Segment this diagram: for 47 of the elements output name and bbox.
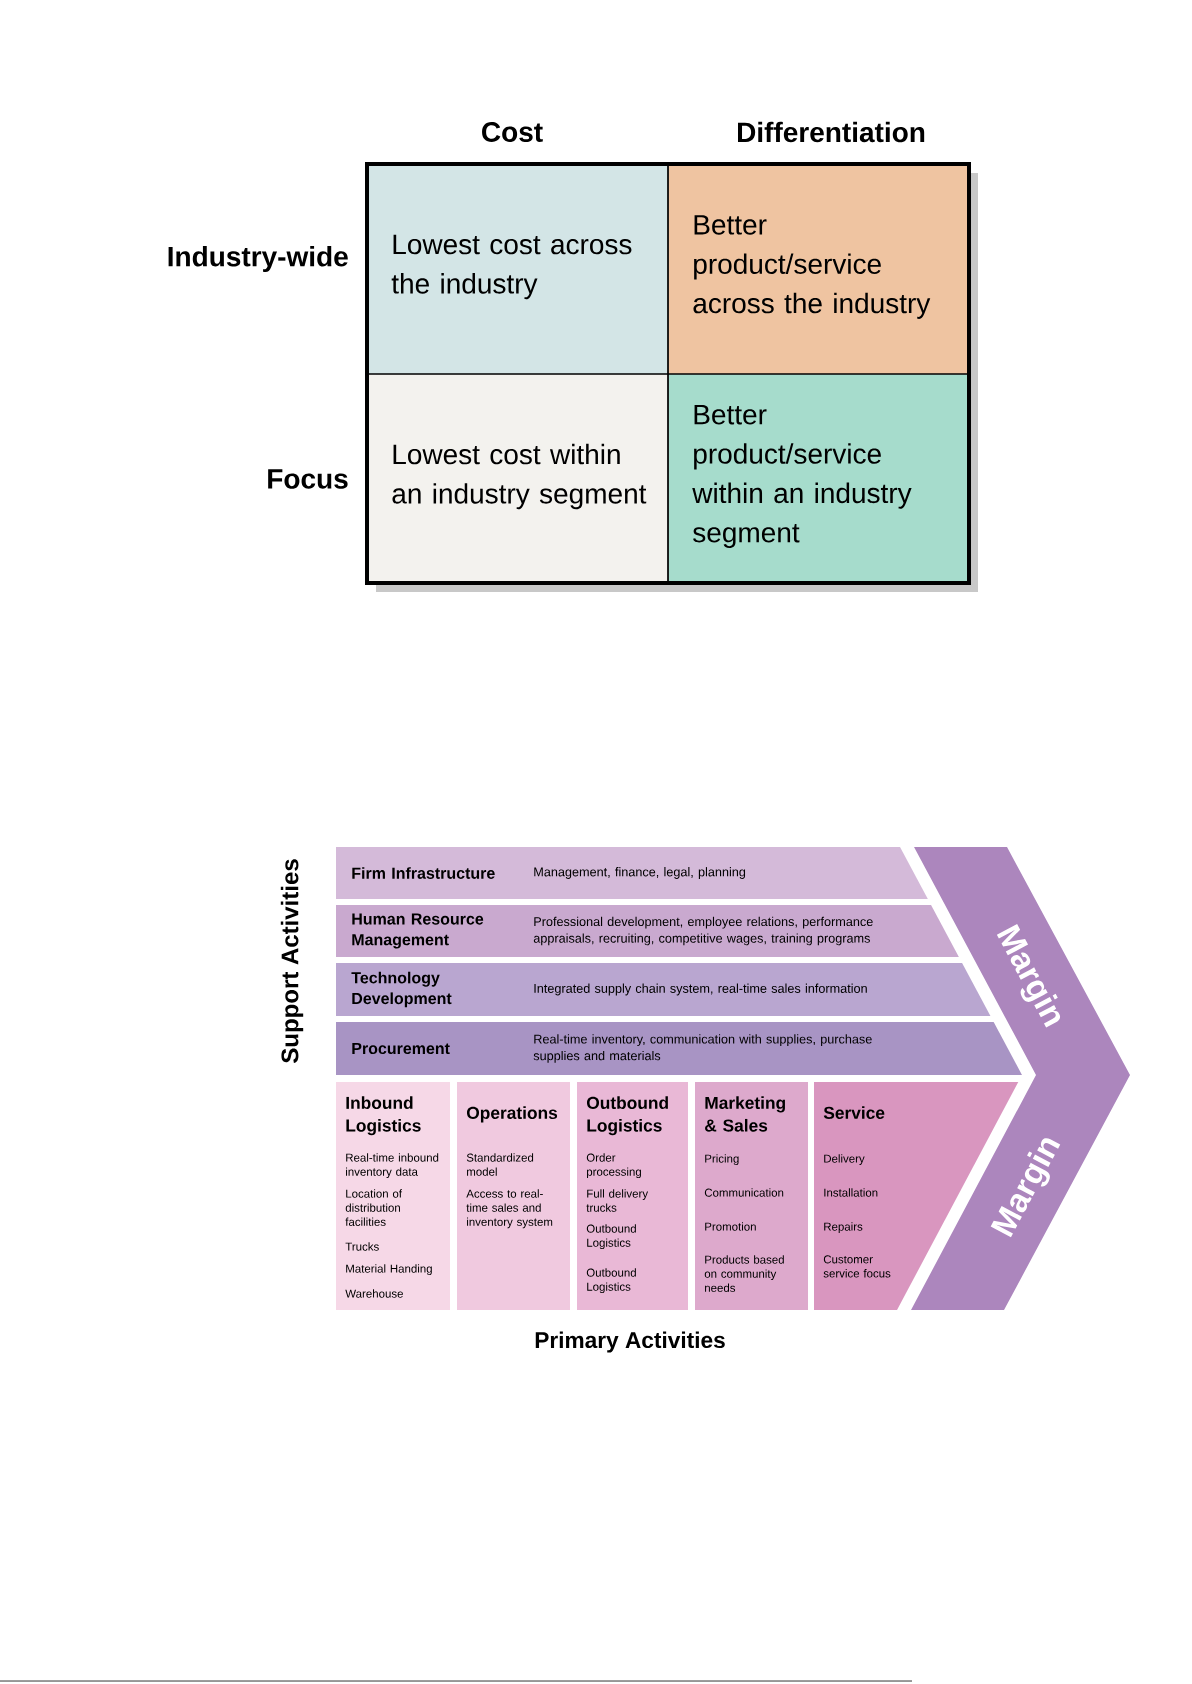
band-heading: Human Resource Management — [352, 913, 484, 949]
band-description: Integrated supply chain system, real-time sales information — [534, 983, 867, 996]
margin-chevron — [911, 847, 1130, 1310]
list-item: Warehouse — [345, 1289, 403, 1298]
band-heading: Procurement — [352, 1042, 450, 1055]
matrix-cell: Lowest cost across the industry — [367, 164, 669, 375]
list-item: Material Handing — [346, 1264, 432, 1275]
column-heading: Inbound Logistics — [346, 1096, 421, 1136]
list-item: Outbound Logistics — [586, 1224, 636, 1250]
list-item: Installation — [824, 1188, 878, 1197]
list-item: Delivery — [824, 1154, 865, 1165]
list-item: Customer service focus — [823, 1255, 891, 1278]
matrix-cell: Lowest cost within an industry segment — [367, 374, 669, 584]
column-heading: Service — [823, 1106, 885, 1119]
matrix-cell: Better product/service across the industry — [668, 164, 970, 375]
list-item: Location of distribution facilities — [345, 1189, 402, 1226]
band-description: Management, finance, legal, planning — [534, 867, 746, 879]
list-item: Order processing — [586, 1153, 641, 1179]
activity-column — [457, 1082, 570, 1310]
column-header: Differentiation — [738, 121, 925, 143]
column-heading: Marketing & Sales — [705, 1096, 785, 1132]
list-item: Pricing — [705, 1154, 739, 1165]
band-description: Real-time inventory, communication with supplies, purchase supplies and materials — [533, 1034, 872, 1063]
list-item: Repairs — [824, 1222, 863, 1233]
support-band — [336, 963, 991, 1016]
list-item: Outbound Logistics — [586, 1268, 636, 1294]
list-item: Promotion — [705, 1222, 756, 1231]
support-band — [336, 847, 928, 899]
list-item: Real-time inbound inventory data — [346, 1153, 439, 1179]
column-heading: Operations — [467, 1106, 558, 1123]
band-description: Professional development, employee relations, performance appraisals, recruiting, competitive wages, training programs — [533, 916, 873, 946]
list-item: Communication — [704, 1188, 784, 1197]
column-heading: Outbound Logistics — [587, 1096, 668, 1136]
band-heading: Firm Infrastructure — [352, 867, 495, 879]
activity-column — [336, 1082, 450, 1310]
activity-column — [695, 1082, 808, 1310]
activity-column — [577, 1082, 688, 1310]
list-item: Standardized model — [466, 1153, 534, 1176]
support-band — [336, 905, 959, 957]
list-item: Products based on community needs — [704, 1255, 784, 1292]
band-heading: Technology Development — [351, 971, 452, 1008]
axis-title: Primary Activities — [535, 1331, 725, 1353]
list-item: Full delivery trucks — [586, 1189, 649, 1212]
axis-title: Support Activities — [280, 859, 304, 1063]
list-item: Access to real-time sales and inventory system — [466, 1189, 553, 1229]
matrix-cell: Better product/service within an industry segment — [668, 374, 970, 584]
list-item: Trucks — [345, 1242, 379, 1251]
